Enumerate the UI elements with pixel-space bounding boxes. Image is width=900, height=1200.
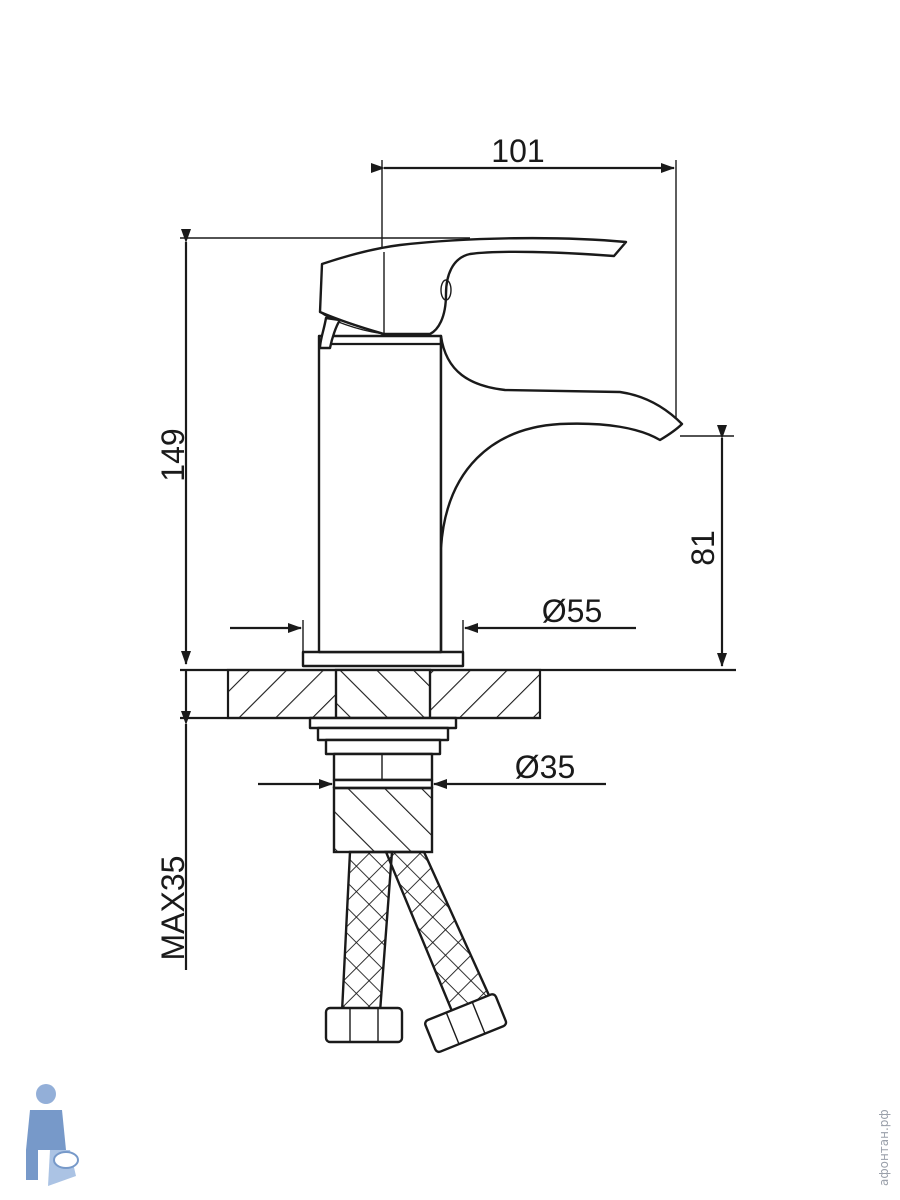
- flexible-hoses: [324, 850, 508, 1054]
- dimension-width-top: 101: [371, 133, 677, 430]
- dimension-label-d55: Ø55: [542, 593, 602, 629]
- dimension-label-149: 149: [155, 428, 191, 481]
- dimension-spout-height: 81: [680, 425, 734, 667]
- watermark-text: афонтан.рф: [877, 1109, 891, 1186]
- dimension-label-101: 101: [491, 133, 544, 169]
- plumber-mascot-icon: [26, 1084, 79, 1186]
- dimension-max-thickness: MAX35: [155, 711, 191, 970]
- faucet-body: [301, 236, 684, 668]
- dimension-label-max35: MAX35: [155, 856, 191, 961]
- dimension-label-81: 81: [685, 530, 721, 566]
- dimension-thread-diameter: Ø35: [258, 749, 606, 789]
- counter-section: [180, 668, 736, 720]
- dimension-base-diameter: Ø55: [230, 593, 636, 652]
- dimension-label-d35: Ø35: [515, 749, 575, 785]
- dimension-height-total: 149: [155, 229, 470, 665]
- mounting-hardware: [308, 716, 458, 854]
